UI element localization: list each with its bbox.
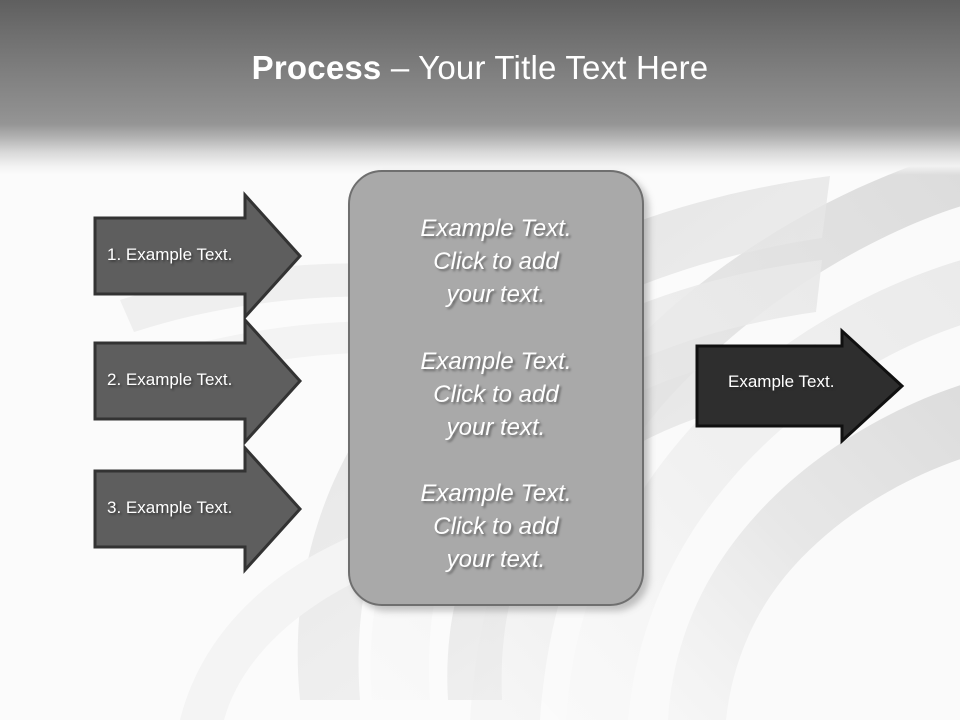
page-title: Process – Your Title Text Here [0,48,960,88]
right-arrow-icon [93,444,303,574]
panel-text-block-2[interactable]: Example Text. Click to add your text. [420,348,572,441]
right-arrow-icon [93,191,303,321]
input-arrow-1[interactable]: 1. Example Text. [92,191,304,321]
page-title-bold: Process [251,49,382,86]
input-arrow-3[interactable]: 3. Example Text. [92,444,304,574]
page-title-regular: – Your Title Text Here [381,49,709,86]
center-content-panel[interactable]: Example Text. Click to add your text. Ex… [348,170,644,606]
header-gradient-band [0,0,960,175]
input-arrow-2[interactable]: 2. Example Text. [92,316,304,446]
right-arrow-icon [695,327,905,445]
panel-text-block-3[interactable]: Example Text. Click to add your text. [420,480,572,573]
panel-text-block-1[interactable]: Example Text. Click to add your text. [420,215,572,308]
right-arrow-icon [93,316,303,446]
output-arrow[interactable]: Example Text. [694,327,906,445]
